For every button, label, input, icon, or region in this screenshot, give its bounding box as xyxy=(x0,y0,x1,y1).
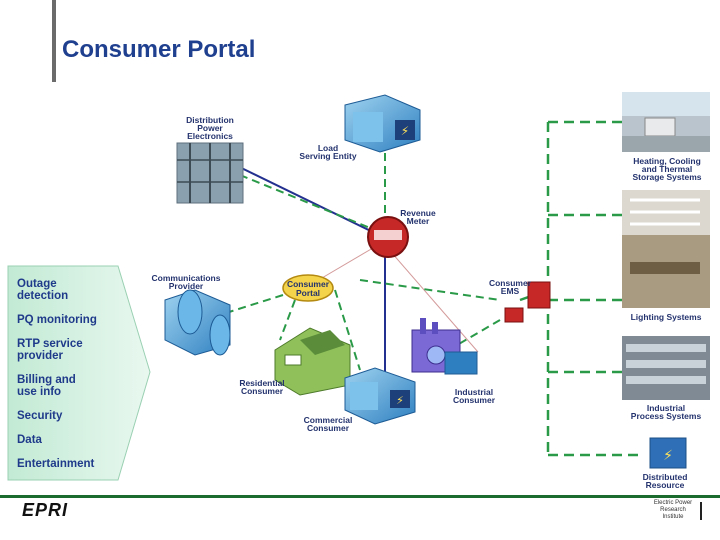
label-residential-2: Consumer xyxy=(241,386,284,396)
page-title: Consumer Portal xyxy=(62,36,256,63)
industrial-factory-icon xyxy=(411,318,478,375)
label-distribution-1: Distribution xyxy=(186,115,234,125)
label-industrial-process-1: Industrial xyxy=(647,403,685,413)
label-industrial-1: Industrial xyxy=(455,387,493,397)
label-hvac-3: Storage Systems xyxy=(633,172,702,182)
consumer-ems-icon xyxy=(504,281,551,323)
distribution-electronics-photo xyxy=(176,142,244,204)
label-consumer-portal-2: Portal xyxy=(296,288,320,298)
svg-text:⚡: ⚡ xyxy=(396,394,404,407)
label-revenue-meter-1: Revenue xyxy=(400,208,436,218)
residential-house-icon xyxy=(274,327,351,396)
label-load-serving-2: Serving Entity xyxy=(299,151,356,161)
label-communications-2: Provider xyxy=(169,281,204,291)
footer-divider xyxy=(0,495,720,498)
label-distributed-1: Distributed xyxy=(643,472,688,482)
panel-item-security: Security xyxy=(17,410,63,422)
label-residential-1: Residential xyxy=(239,378,284,388)
commercial-building-icon: ⚡ xyxy=(344,367,416,425)
industrial-process-photo xyxy=(622,336,710,400)
panel-item-billing-2: use info xyxy=(17,386,61,398)
panel-item-rtp-2: provider xyxy=(17,350,64,362)
panel-item-outage-2: detection xyxy=(17,290,68,302)
panel-item-pq: PQ monitoring xyxy=(17,314,97,326)
communications-provider-icon xyxy=(164,289,231,356)
panel-item-billing-1: Billing and xyxy=(17,374,76,386)
svg-text:⚡: ⚡ xyxy=(401,124,409,138)
load-serving-building-icon: ⚡ xyxy=(344,94,421,153)
label-distribution-2: Power xyxy=(197,123,223,133)
label-lighting: Lighting Systems xyxy=(631,312,702,322)
label-distributed-2: Resource xyxy=(646,480,685,490)
label-load-serving-1: Load xyxy=(318,143,338,153)
consumer-portal-node xyxy=(282,274,334,302)
label-industrial-process-2: Process Systems xyxy=(631,411,702,421)
distributed-resource-icon: ⚡ xyxy=(649,437,687,469)
label-hvac-2: and Thermal xyxy=(642,164,693,174)
revenue-meter-icon xyxy=(367,216,409,258)
panel-item-outage-1: Outage xyxy=(17,278,57,290)
hvac-photo xyxy=(622,92,710,152)
epri-logo: EPRI xyxy=(22,500,69,520)
label-communications-1: Communications xyxy=(152,273,221,283)
institute-name: Electric Power Research Institute xyxy=(653,500,693,520)
label-consumer-ems-1: Consumer xyxy=(489,278,532,288)
connection-lines xyxy=(209,120,640,457)
lighting-photo xyxy=(622,190,710,308)
title-accent-bar xyxy=(52,0,56,82)
label-industrial-2: Consumer xyxy=(453,395,496,405)
services-panel xyxy=(7,265,151,481)
panel-item-rtp-1: RTP service xyxy=(17,338,83,350)
label-revenue-meter-2: Meter xyxy=(407,216,430,226)
label-consumer-ems-2: EMS xyxy=(501,286,520,296)
label-commercial-1: Commercial xyxy=(304,415,353,425)
diagram-canvas: Outage detection PQ monitoring RTP servi… xyxy=(7,92,710,490)
label-consumer-portal-1: Consumer xyxy=(287,279,330,289)
label-commercial-2: Consumer xyxy=(307,423,350,433)
panel-item-data: Data xyxy=(17,434,43,446)
label-distribution-3: Electronics xyxy=(187,131,233,141)
svg-text:⚡: ⚡ xyxy=(663,448,673,464)
institute-bar xyxy=(700,502,702,520)
label-hvac-1: Heating, Cooling xyxy=(633,156,701,166)
panel-item-entertainment: Entertainment xyxy=(17,458,94,470)
